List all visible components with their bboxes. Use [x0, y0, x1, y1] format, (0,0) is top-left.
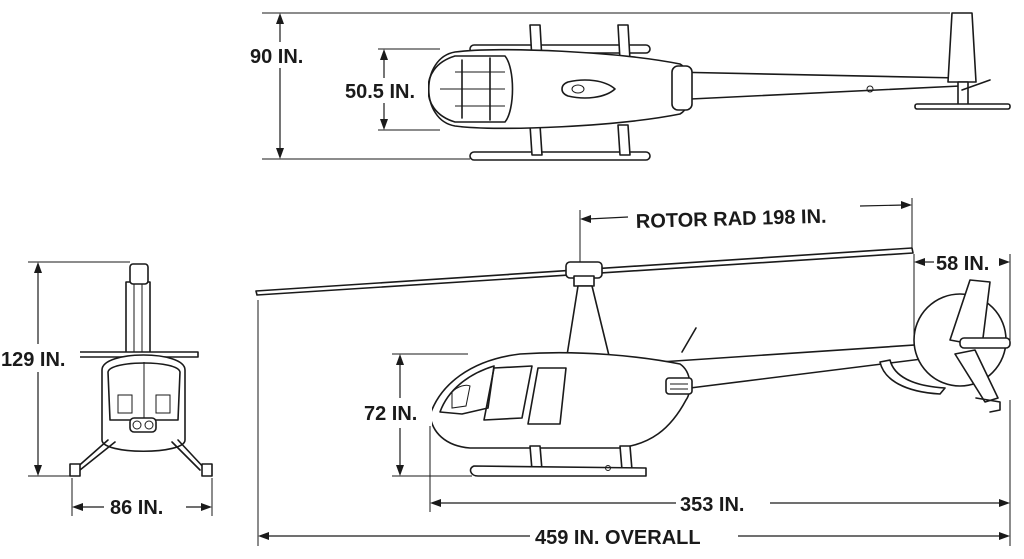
label-top-width: 90 IN. [250, 46, 303, 68]
side-view [255, 198, 1011, 546]
top-skid-lower [469, 151, 651, 161]
label-overall-height: 129 IN. [1, 349, 65, 371]
front-mast [125, 281, 151, 359]
label-cabin-height: 72 IN. [364, 403, 417, 425]
label-skid-width: 86 IN. [110, 497, 163, 519]
label-tail-rotor: 58 IN. [936, 253, 989, 275]
vertical-fin-lower [954, 349, 999, 403]
top-fuselage [427, 48, 691, 130]
front-view [28, 261, 213, 516]
side-fuselage [429, 351, 691, 449]
label-rotor-radius: ROTOR RAD 198 IN. [636, 206, 827, 233]
top-tail-boom [669, 71, 961, 101]
side-skid [469, 465, 647, 477]
top-view [262, 12, 1011, 161]
label-cabin-width: 50.5 IN. [345, 81, 415, 103]
label-overall-length: 459 IN. OVERALL [535, 527, 701, 549]
dimension-labels: 90 IN. 50.5 IN. ROTOR RAD 198 IN. 58 IN.… [0, 42, 989, 549]
label-fuselage-length: 353 IN. [680, 494, 744, 516]
top-vertical-fin [947, 12, 977, 83]
